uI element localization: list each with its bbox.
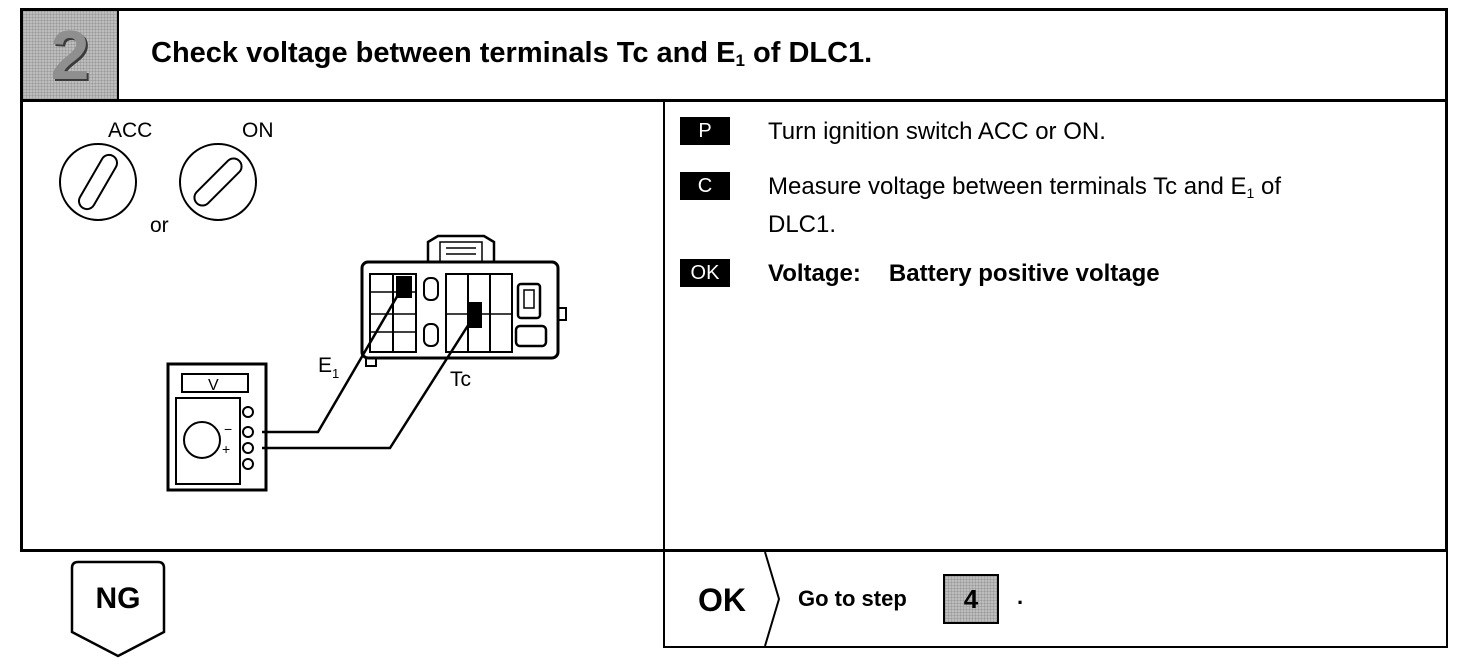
ignition-switch-acc-icon [59, 143, 137, 221]
ignition-switch-on-icon [179, 143, 257, 221]
meter-minus-label: − [224, 421, 232, 437]
figure-bottom-rule [20, 549, 665, 552]
column-divider [663, 100, 665, 648]
or-label: or [150, 214, 169, 237]
ng-result-tag: NG [68, 560, 168, 660]
content-frame [20, 100, 1448, 552]
instruction-row-p: P Turn ignition switch ACC or ON. [680, 117, 1106, 145]
ng-label: NG [95, 582, 141, 615]
voltmeter-icon [166, 362, 268, 492]
tc-terminal-label: Tc [450, 368, 471, 391]
e1-terminal-label: E1 [318, 354, 339, 381]
tag-c: C [680, 172, 730, 200]
wiring-illustration: ACC ON or [59, 119, 567, 492]
instruction-row-c: C Measure voltage between terminals Tc a… [680, 172, 1281, 238]
test-lead-wires [262, 287, 476, 450]
acc-label: ACC [108, 119, 152, 142]
step-header: 2 Check voltage between terminals Tc and… [20, 8, 1448, 102]
dlc1-connector-icon [360, 234, 567, 367]
instruction-text-p: Turn ignition switch ACC or ON. [768, 118, 1106, 145]
ng-pentagon-shape [70, 560, 166, 658]
goto-step-period: . [1017, 584, 1024, 609]
goto-step-text: Go to step [798, 586, 907, 611]
tag-p: P [680, 117, 730, 145]
instruction-text-c: Measure voltage between terminals Tc and… [768, 173, 1281, 238]
meter-plus-label: + [222, 441, 230, 457]
step-number-badge: 2 [23, 11, 119, 99]
ok-result-box: OK Go to step 4 . [663, 552, 1448, 648]
instruction-row-ok: OK Voltage:Battery positive voltage [680, 259, 1160, 287]
chevron-right-icon [764, 552, 781, 646]
tag-ok: OK [680, 259, 730, 287]
step-title: Check voltage between terminals Tc and E… [151, 37, 873, 70]
meter-v-label: V [208, 377, 219, 394]
ok-label: OK [698, 582, 746, 618]
goto-step-badge[interactable]: 4 [943, 574, 999, 624]
step-number: 2 [50, 16, 90, 94]
instruction-text-ok: Voltage:Battery positive voltage [768, 260, 1160, 287]
on-label: ON [242, 119, 274, 142]
